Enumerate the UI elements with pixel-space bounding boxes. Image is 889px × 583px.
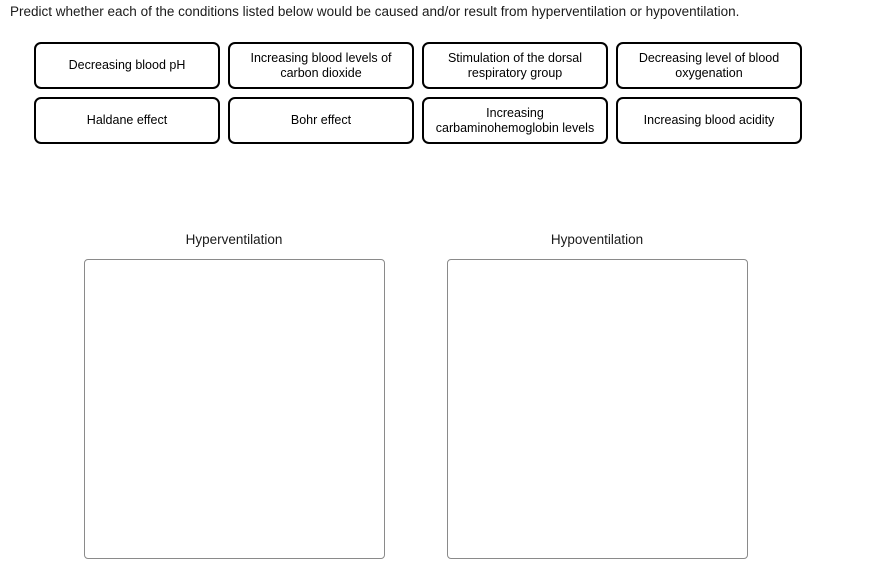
- dropzone-label-hyperventilation: Hyperventilation: [185, 232, 283, 247]
- dropzone-hyperventilation[interactable]: [84, 259, 385, 559]
- option-tiles-container: Decreasing blood pH Increasing blood lev…: [0, 0, 889, 150]
- option-tile-label: Haldane effect: [86, 113, 168, 127]
- option-tile-increasing-blood-co2[interactable]: Increasing blood levels of carbon dioxid…: [228, 42, 414, 89]
- option-tile-decreasing-blood-ph[interactable]: Decreasing blood pH: [34, 42, 220, 89]
- option-tile-haldane-effect[interactable]: Haldane effect: [34, 97, 220, 144]
- dropzone-hypoventilation[interactable]: [447, 259, 748, 559]
- option-tile-decreasing-blood-oxygenation[interactable]: Decreasing level of blood oxygenation: [616, 42, 802, 89]
- option-tile-label: Increasing blood acidity: [643, 113, 775, 127]
- option-tile-increasing-blood-acidity[interactable]: Increasing blood acidity: [616, 97, 802, 144]
- option-tile-label: Bohr effect: [290, 113, 352, 127]
- option-tile-increasing-carbaminohemoglobin[interactable]: Increasing carbaminohemoglobin levels: [422, 97, 608, 144]
- option-tile-stimulation-dorsal-respiratory-group[interactable]: Stimulation of the dorsal respiratory gr…: [422, 42, 608, 89]
- option-tile-label: Decreasing level of blood oxygenation: [638, 50, 780, 80]
- option-tile-label: Increasing carbaminohemoglobin levels: [435, 105, 595, 135]
- option-tile-bohr-effect[interactable]: Bohr effect: [228, 97, 414, 144]
- question-prompt: Predict whether each of the conditions l…: [10, 4, 740, 19]
- option-tile-label: Stimulation of the dorsal respiratory gr…: [447, 50, 583, 80]
- option-tile-label: Decreasing blood pH: [68, 58, 186, 72]
- option-tile-label: Increasing blood levels of carbon dioxid…: [250, 50, 392, 80]
- dropzone-label-hypoventilation: Hypoventilation: [550, 232, 644, 247]
